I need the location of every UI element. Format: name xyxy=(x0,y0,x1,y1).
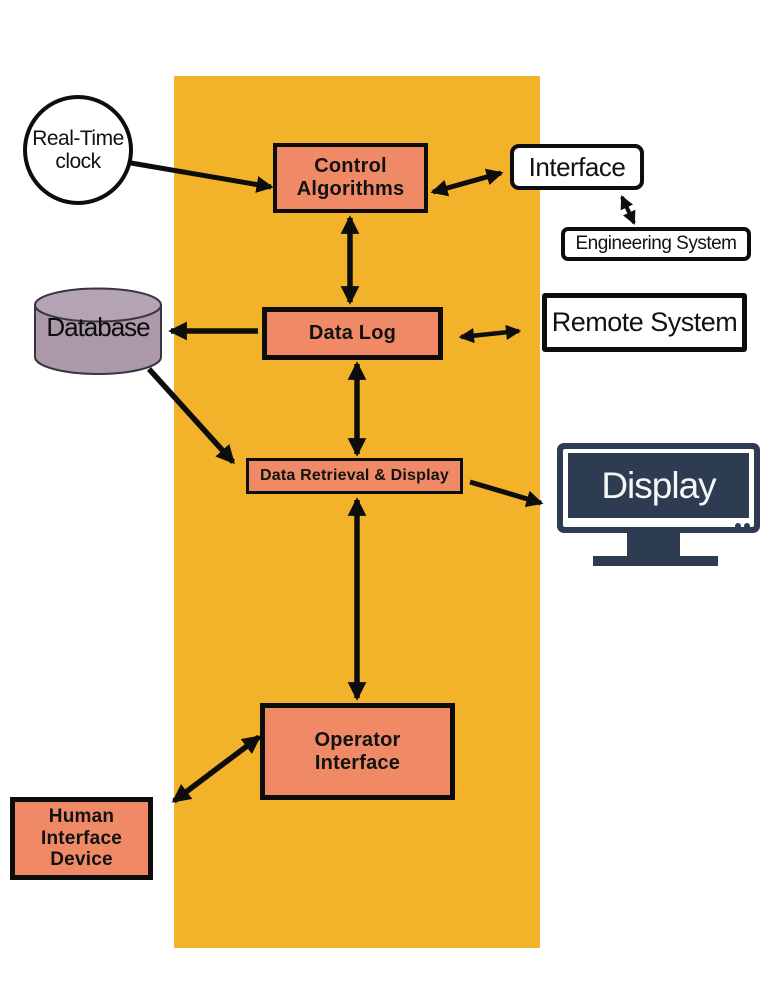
monitor-screen: Display xyxy=(568,453,749,518)
node-data-log: Data Log xyxy=(262,307,443,360)
node-database: Database xyxy=(32,286,164,378)
database-label: Database xyxy=(46,312,150,342)
remote-system-label: Remote System xyxy=(551,307,738,337)
monitor-glass: Display xyxy=(563,449,754,527)
data-log-label: Data Log xyxy=(308,322,397,344)
edge-interface-engineering xyxy=(620,195,636,225)
monitor-stand-neck xyxy=(627,533,680,557)
node-operator-interface: Operator Interface xyxy=(260,703,455,800)
node-display-monitor: Display xyxy=(557,443,760,566)
realtime-clock-label: Real-Time clock xyxy=(32,126,124,173)
operator-interface-label: Operator Interface xyxy=(314,728,401,774)
interface-label: Interface xyxy=(528,151,626,182)
node-control-algorithms: Control Algorithms xyxy=(273,143,428,213)
human-interface-device-label: Human Interface Device xyxy=(40,805,122,871)
engineering-system-label: Engineering System xyxy=(575,233,737,254)
database-cylinder-icon xyxy=(34,287,162,375)
node-interface: Interface xyxy=(510,144,644,190)
control-algorithms-label: Control Algorithms xyxy=(296,155,405,200)
monitor-button-dot-icon xyxy=(735,523,741,529)
node-realtime-clock: Real-Time clock xyxy=(23,95,133,205)
monitor-icon: Display xyxy=(557,443,760,533)
display-label: Display xyxy=(601,464,716,506)
monitor-button-dot-icon xyxy=(744,523,750,529)
node-human-interface-device: Human Interface Device xyxy=(10,797,153,880)
node-remote-system: Remote System xyxy=(542,293,747,352)
node-data-retrieval-display: Data Retrieval & Display xyxy=(246,458,463,494)
monitor-stand-base xyxy=(593,556,718,566)
data-retrieval-display-label: Data Retrieval & Display xyxy=(260,466,449,484)
node-engineering-system: Engineering System xyxy=(561,227,751,261)
